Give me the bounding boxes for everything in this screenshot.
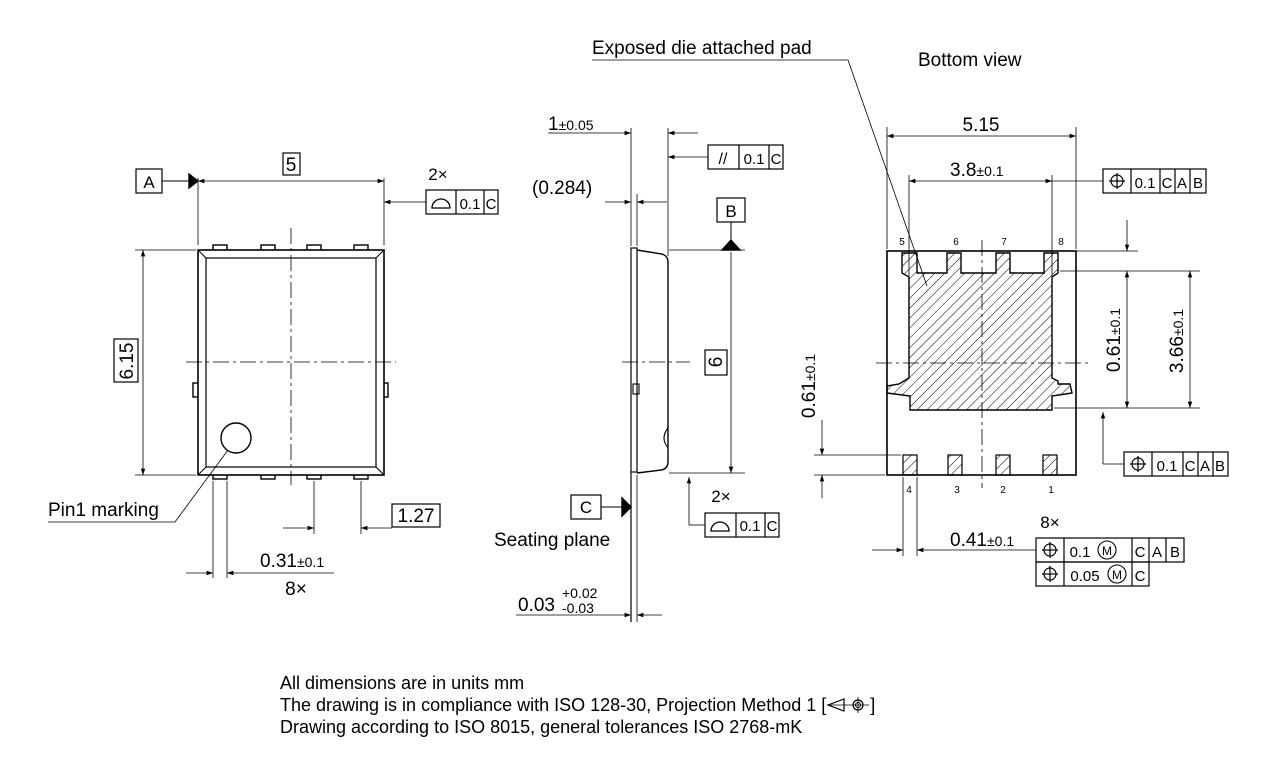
datum-a-label: A [143, 173, 155, 192]
bottom-view-text: Exposed die attached pad Bottom view 5.1… [592, 38, 1225, 585]
parallel-datum: C [771, 151, 782, 168]
pin1-marking-label: Pin1 marking [48, 500, 159, 521]
projection-method-icon [826, 697, 870, 713]
pos-datum-2: A [1177, 175, 1187, 192]
pos-value: 0.1 [1135, 175, 1156, 192]
pad-pos-value: 0.1 [1157, 458, 1178, 475]
note-units: All dimensions are in units mm [280, 673, 525, 693]
profile-datum: C [486, 196, 497, 213]
pin1-mark-circle [220, 422, 252, 454]
pin-number: 4 [906, 485, 912, 496]
lead-pos1-datum-1: C [1135, 544, 1146, 561]
lead-pos1-datum-3: B [1170, 544, 1180, 561]
lead-pos1-value: 0.1 [1070, 544, 1091, 561]
dim-bottom-width-515: 5.15 [963, 115, 1000, 136]
lead-count-label: 8× [285, 579, 307, 600]
dim-thickness-1: 1±0.05 [548, 114, 594, 135]
dim-width-5: 5 [286, 155, 297, 176]
pin-number: 6 [953, 237, 959, 248]
note-tolerances: Drawing according to ISO 8015, general t… [280, 717, 803, 737]
bottom-view [592, 59, 1229, 587]
dim-061-left: 0.61±0.1 [799, 354, 820, 418]
pin-number: 1 [1048, 485, 1054, 496]
top-view-text: 5 A 2× 0.1 C 6.15 1.27 Pin1 marking 0.31… [48, 155, 497, 600]
bottom-lead-count: 8× [1040, 513, 1059, 532]
lead-pos2-value: 0.05 [1070, 568, 1099, 585]
lead-pos2-mod: M [1112, 568, 1122, 582]
dim-pad-width-38: 3.8±0.1 [950, 160, 1004, 181]
notes-block: All dimensions are in units mm The drawi… [280, 672, 875, 738]
dim-lead-width-041: 0.41±0.1 [950, 530, 1014, 551]
lead-pos1-datum-2: A [1152, 544, 1162, 561]
pad-pos-datum-3: B [1215, 458, 1225, 475]
exposed-pad [886, 252, 1073, 411]
side-view-text: 1±0.05 // 0.1 C (0.284) B 6 C Seating pl… [494, 114, 782, 616]
pin-number: 3 [954, 485, 960, 496]
profile-value: 0.1 [460, 196, 481, 213]
datum-c-label: C [580, 498, 592, 517]
pin-number: 5 [899, 237, 905, 248]
dim-standoff: 0.03 [518, 595, 555, 616]
side-profile-value: 0.1 [740, 518, 761, 535]
dim-lead-thickness: (0.284) [532, 178, 592, 199]
pad-pos-datum-2: A [1200, 458, 1210, 475]
dim-366: 3.66±0.1 [1167, 309, 1188, 373]
lead-pos1-mod: M [1102, 544, 1112, 558]
note-projection: The drawing is in compliance with ISO 12… [280, 695, 876, 715]
pos-datum-3: B [1193, 175, 1203, 192]
seating-plane-label: Seating plane [494, 530, 610, 551]
pin-number: 2 [1000, 485, 1006, 496]
side-view [516, 128, 784, 622]
profile-count-label: 2× [428, 165, 447, 184]
side-profile-count: 2× [711, 487, 730, 506]
standoff-tol-minus: -0.03 [562, 600, 594, 616]
datum-b-label: B [725, 202, 736, 221]
exposed-pad-label: Exposed die attached pad [592, 38, 812, 59]
top-view [48, 152, 499, 578]
dim-pitch-127: 1.27 [398, 506, 435, 527]
pin-number: 7 [1001, 237, 1007, 248]
lead-pos2-datum: C [1135, 568, 1146, 585]
dim-lead-width-031: 0.31±0.1 [260, 551, 324, 572]
side-profile-datum: C [767, 518, 778, 535]
pad-pos-datum-1: C [1185, 458, 1196, 475]
bottom-view-label: Bottom view [918, 50, 1022, 71]
pin-number: 8 [1058, 237, 1064, 248]
parallel-symbol: // [719, 151, 728, 168]
parallel-value: 0.1 [744, 151, 765, 168]
standoff-tol-plus: +0.02 [562, 585, 598, 601]
pos-datum-1: C [1162, 175, 1173, 192]
dim-body-length-6: 6 [706, 357, 727, 368]
dim-061-right: 0.61±0.1 [1104, 308, 1125, 372]
dim-height-615: 6.15 [117, 343, 138, 380]
